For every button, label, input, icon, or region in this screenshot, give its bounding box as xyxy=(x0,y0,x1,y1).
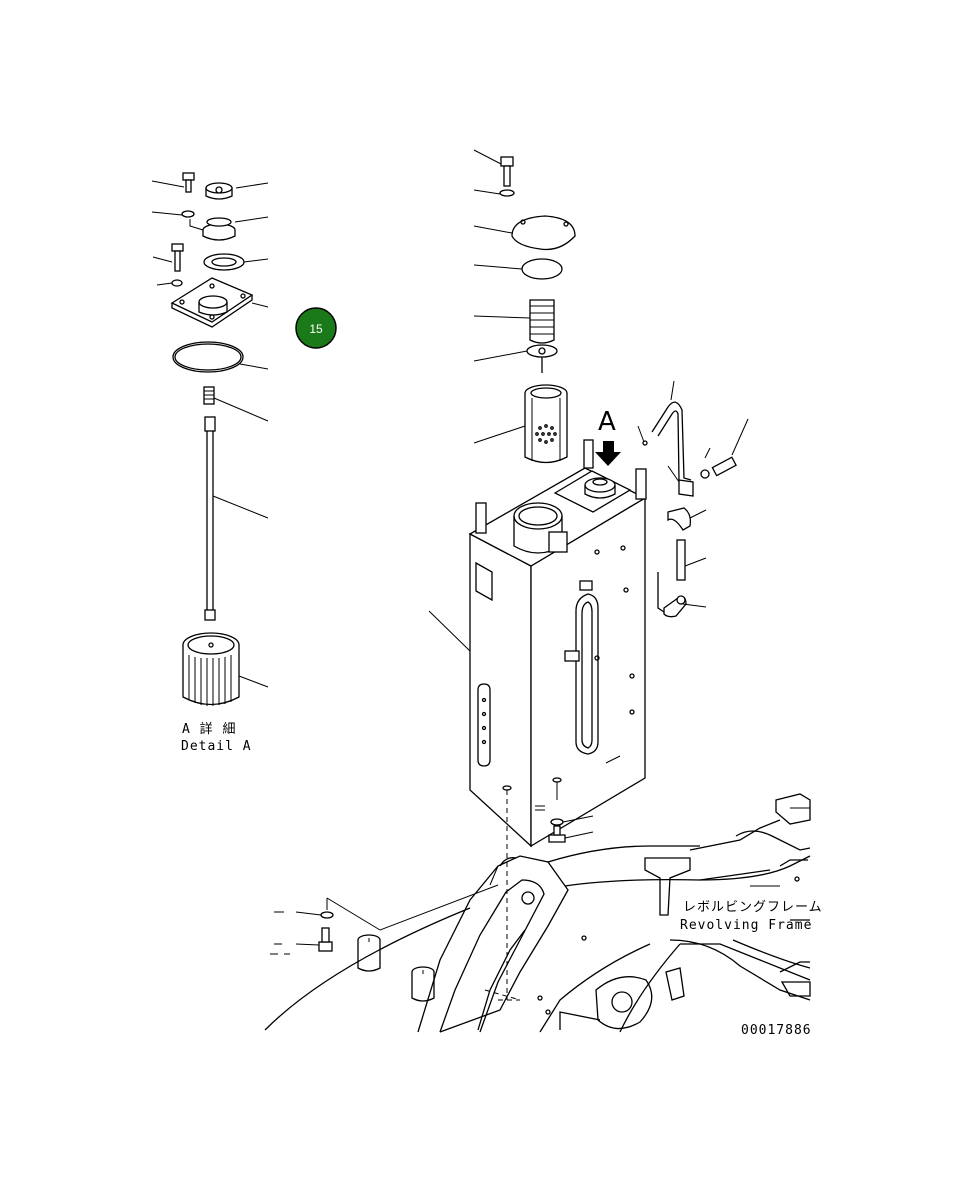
bolt-part xyxy=(182,172,195,193)
detail-a-exploded-view: A 詳 細 Detail A xyxy=(151,172,269,754)
view-arrow-a: A xyxy=(595,407,621,466)
bolt-part xyxy=(171,243,184,272)
rod-part xyxy=(204,416,216,621)
callout-15[interactable]: 15 xyxy=(295,307,337,349)
cover-plate-part xyxy=(170,277,254,328)
center-exploded-parts xyxy=(473,149,576,464)
flange-part xyxy=(202,217,236,241)
hydraulic-tank[interactable] xyxy=(428,439,647,848)
revolving-frame: レボルビングフレーム Revolving Frame xyxy=(264,793,823,1033)
cap-part xyxy=(205,182,233,200)
piping-parts xyxy=(637,380,749,618)
detail-caption-jp: A 詳 細 xyxy=(182,721,236,737)
frame-label-jp: レボルビングフレーム xyxy=(683,900,823,915)
callout-number: 15 xyxy=(309,322,323,336)
drawing-number: 00017886 xyxy=(741,1023,812,1038)
spring-part xyxy=(203,386,215,405)
detail-caption-en: Detail A xyxy=(181,739,252,754)
frame-label-en: Revolving Frame xyxy=(680,918,812,933)
filter-element-part xyxy=(182,632,240,706)
view-letter-a: A xyxy=(598,407,616,437)
